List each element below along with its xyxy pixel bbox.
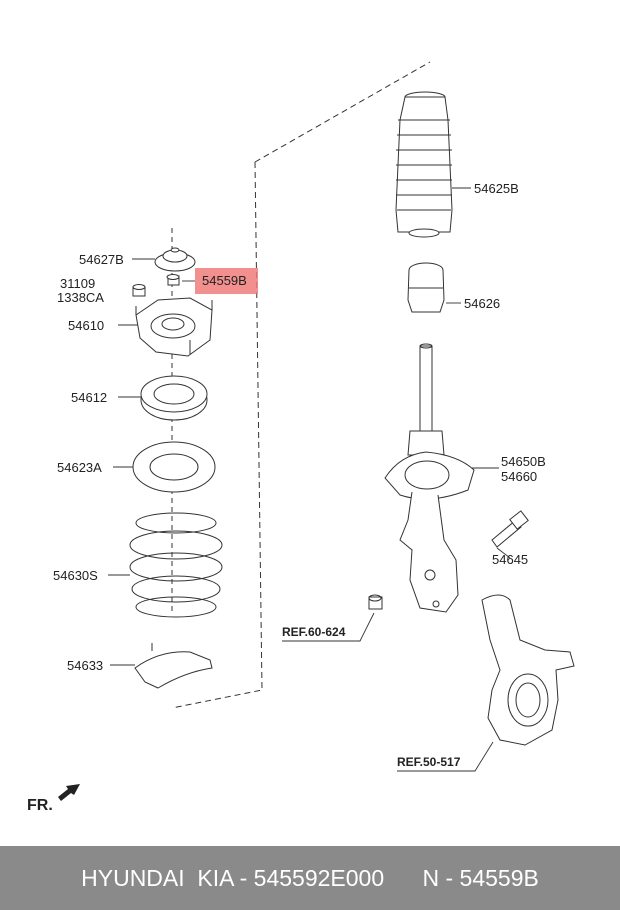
highlight-54559B bbox=[195, 268, 258, 294]
label-54610: 54610 bbox=[68, 318, 105, 333]
label-54660: 54660 bbox=[501, 469, 538, 484]
part-54627B bbox=[154, 247, 196, 272]
part-54559B bbox=[166, 274, 180, 286]
parts-diagram bbox=[58, 61, 575, 801]
label-54625B: 54625B bbox=[474, 181, 519, 196]
part-54645 bbox=[491, 510, 529, 548]
label-54633: 54633 bbox=[67, 658, 104, 673]
label-54645: 54645 bbox=[492, 552, 529, 567]
part-54630S bbox=[129, 512, 223, 618]
label-54623A: 54623A bbox=[57, 460, 102, 475]
ref-60-624: REF.60-624 bbox=[282, 625, 346, 639]
part-54650B bbox=[384, 343, 475, 613]
footer-brand: HYUNDAI KIA - 545592E000 bbox=[81, 864, 385, 891]
footer-part: N - 54559B bbox=[422, 864, 539, 891]
label-1338CA: 1338CA bbox=[57, 290, 104, 305]
ref-50-517: REF.50-517 bbox=[397, 755, 461, 769]
label-54650B: 54650B bbox=[501, 454, 546, 469]
part-1338CA bbox=[132, 284, 146, 297]
front-indicator: FR. bbox=[27, 797, 53, 814]
label-54612: 54612 bbox=[71, 390, 108, 405]
footer-spacer bbox=[384, 865, 422, 892]
label-54627B: 54627B bbox=[79, 252, 124, 267]
part-54610 bbox=[135, 297, 213, 357]
label-54626: 54626 bbox=[464, 296, 501, 311]
part-54633 bbox=[134, 643, 213, 689]
label-54559B: 54559B bbox=[202, 273, 247, 288]
fr-arrow bbox=[58, 784, 80, 801]
part-knuckle bbox=[481, 594, 575, 746]
footer-bar: HYUNDAI KIA - 545592E000 N - 54559B bbox=[0, 846, 620, 910]
assembly-frame bbox=[254, 61, 431, 163]
label-54630S: 54630S bbox=[53, 568, 98, 583]
part-54625B bbox=[395, 91, 453, 238]
part-54626 bbox=[407, 262, 445, 313]
label-31109: 31109 bbox=[60, 276, 96, 291]
part-nut-ref60 bbox=[368, 594, 383, 610]
part-54612 bbox=[140, 375, 208, 421]
part-54623A bbox=[132, 441, 216, 493]
